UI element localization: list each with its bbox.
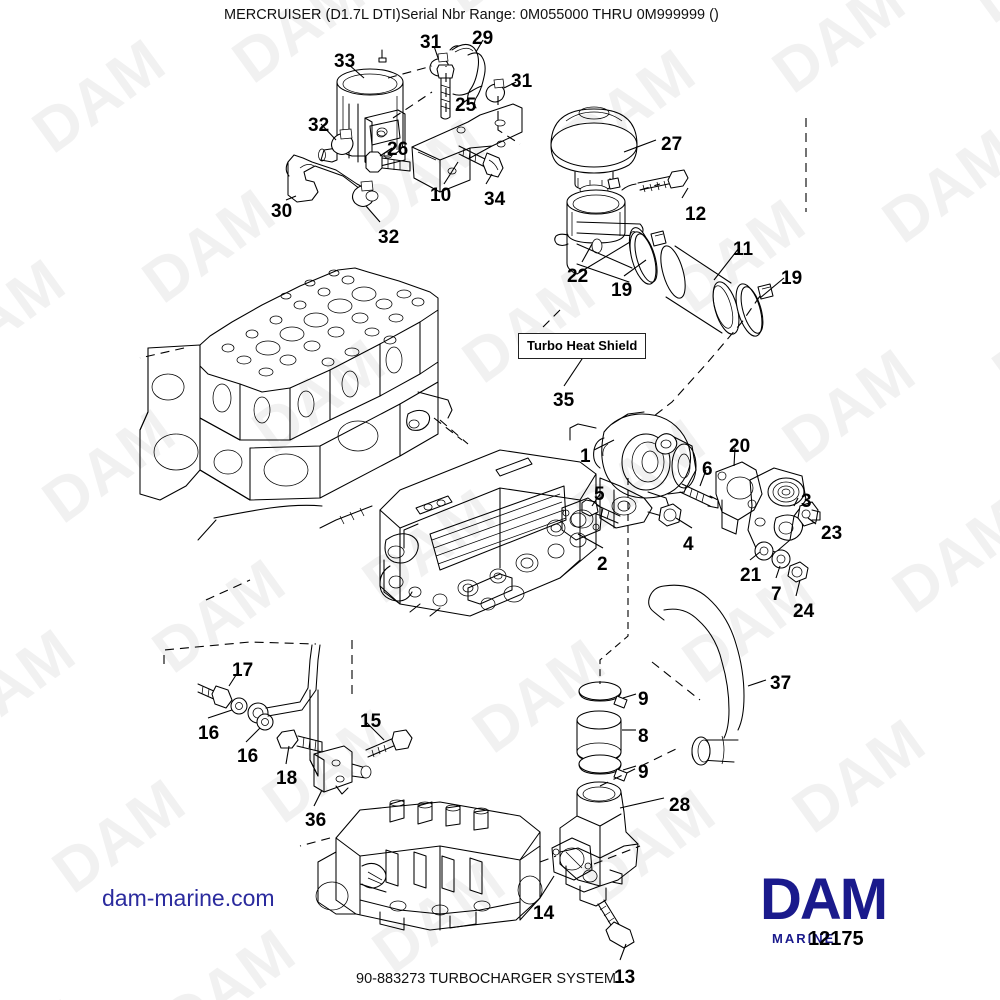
callout-number-30: 30 — [271, 201, 293, 222]
part-30-hose — [285, 128, 379, 208]
part-2-gasket — [561, 497, 603, 541]
part-11-hose — [660, 245, 740, 335]
callout-number-9a: 9 — [638, 689, 649, 710]
callout-number-18: 18 — [276, 768, 298, 789]
part-37-hose — [648, 584, 745, 766]
part-19-clamp-left — [629, 230, 667, 285]
callout-number-17: 17 — [232, 660, 254, 681]
callout-number-37: 37 — [770, 673, 792, 694]
callout-number-16b: 16 — [237, 746, 259, 767]
callout-number-32b: 32 — [378, 227, 400, 248]
callout-number-35: 35 — [553, 390, 575, 411]
callout-number-15: 15 — [360, 711, 382, 732]
callout-number-10: 10 — [430, 185, 452, 206]
callout-number-36: 36 — [305, 810, 327, 831]
callout-number-3: 3 — [801, 491, 812, 512]
callout-number-8: 8 — [638, 726, 649, 747]
callout-number-7: 7 — [771, 584, 782, 605]
reference-number: 12175 — [808, 928, 864, 950]
callout-number-14: 14 — [533, 903, 555, 924]
callout-number-34: 34 — [484, 189, 506, 210]
part-23-fitting — [797, 501, 821, 527]
callout-number-31a: 31 — [420, 32, 442, 53]
callout-number-4: 4 — [683, 534, 694, 555]
assembly-dashed-lines — [139, 65, 807, 865]
part-21-washer — [754, 541, 774, 561]
callout-number-32a: 32 — [308, 115, 330, 136]
exhaust-manifold-assembly — [379, 449, 597, 617]
callout-number-29: 29 — [472, 28, 494, 49]
callout-number-24: 24 — [793, 601, 815, 622]
callout-number-23: 23 — [821, 523, 843, 544]
engine-cylinder-head-block — [139, 267, 453, 541]
callout-number-13: 13 — [614, 967, 636, 988]
oil-feed-line-assembly — [197, 644, 413, 795]
callout-number-22: 22 — [567, 266, 589, 287]
callout-number-21: 21 — [740, 565, 762, 586]
callout-number-20: 20 — [729, 436, 751, 457]
part-9-clamp-upper — [578, 681, 628, 709]
callout-number-12: 12 — [685, 204, 707, 225]
callout-number-31b: 31 — [511, 71, 533, 92]
callout-number-19a: 19 — [611, 280, 633, 301]
part-10-bracket — [411, 103, 523, 193]
callout-number-33: 33 — [334, 51, 356, 72]
part-25-bolt — [436, 64, 455, 120]
site-url[interactable]: dam-marine.com — [102, 885, 275, 911]
callout-number-11: 11 — [733, 239, 754, 260]
part-26-bolt — [365, 151, 411, 173]
callout-number-27: 27 — [661, 134, 683, 155]
part-24-nut — [787, 561, 809, 583]
part-34-bolt — [458, 145, 504, 178]
part-20-gasket — [715, 461, 763, 535]
callout-number-5: 5 — [594, 484, 605, 505]
part-19-clamp-right — [735, 283, 774, 337]
page-footer: 90-883273 TURBOCHARGER SYSTEM — [356, 971, 617, 987]
callout-number-19b: 19 — [781, 268, 803, 289]
part-33-filler-neck — [318, 49, 406, 169]
part-6-stud — [679, 483, 719, 509]
callout-number-16a: 16 — [198, 723, 220, 744]
part-4-nut — [658, 503, 682, 527]
leader-lines — [207, 39, 817, 961]
callout-number-1: 1 — [580, 446, 591, 467]
dam-logo: DAM — [760, 867, 888, 932]
part-8-sleeve — [576, 710, 622, 762]
callout-number-28: 28 — [669, 795, 691, 816]
callout-number-2: 2 — [597, 554, 608, 575]
callout-number-9b: 9 — [638, 762, 649, 783]
part-28-water-pipe — [559, 781, 639, 949]
part-14-gasket — [551, 837, 593, 881]
turbo-heat-shield-annotation: Turbo Heat Shield — [518, 333, 647, 359]
dam-logo-subtitle: MARINE — [772, 931, 836, 946]
callout-number-25: 25 — [455, 95, 477, 116]
page-header: MERCRUISER (D1.7L DTI)Serial Nbr Range: … — [224, 7, 719, 23]
part-7-washer — [771, 549, 791, 569]
callout-number-26: 26 — [387, 139, 409, 160]
callout-number-6: 6 — [702, 459, 713, 480]
